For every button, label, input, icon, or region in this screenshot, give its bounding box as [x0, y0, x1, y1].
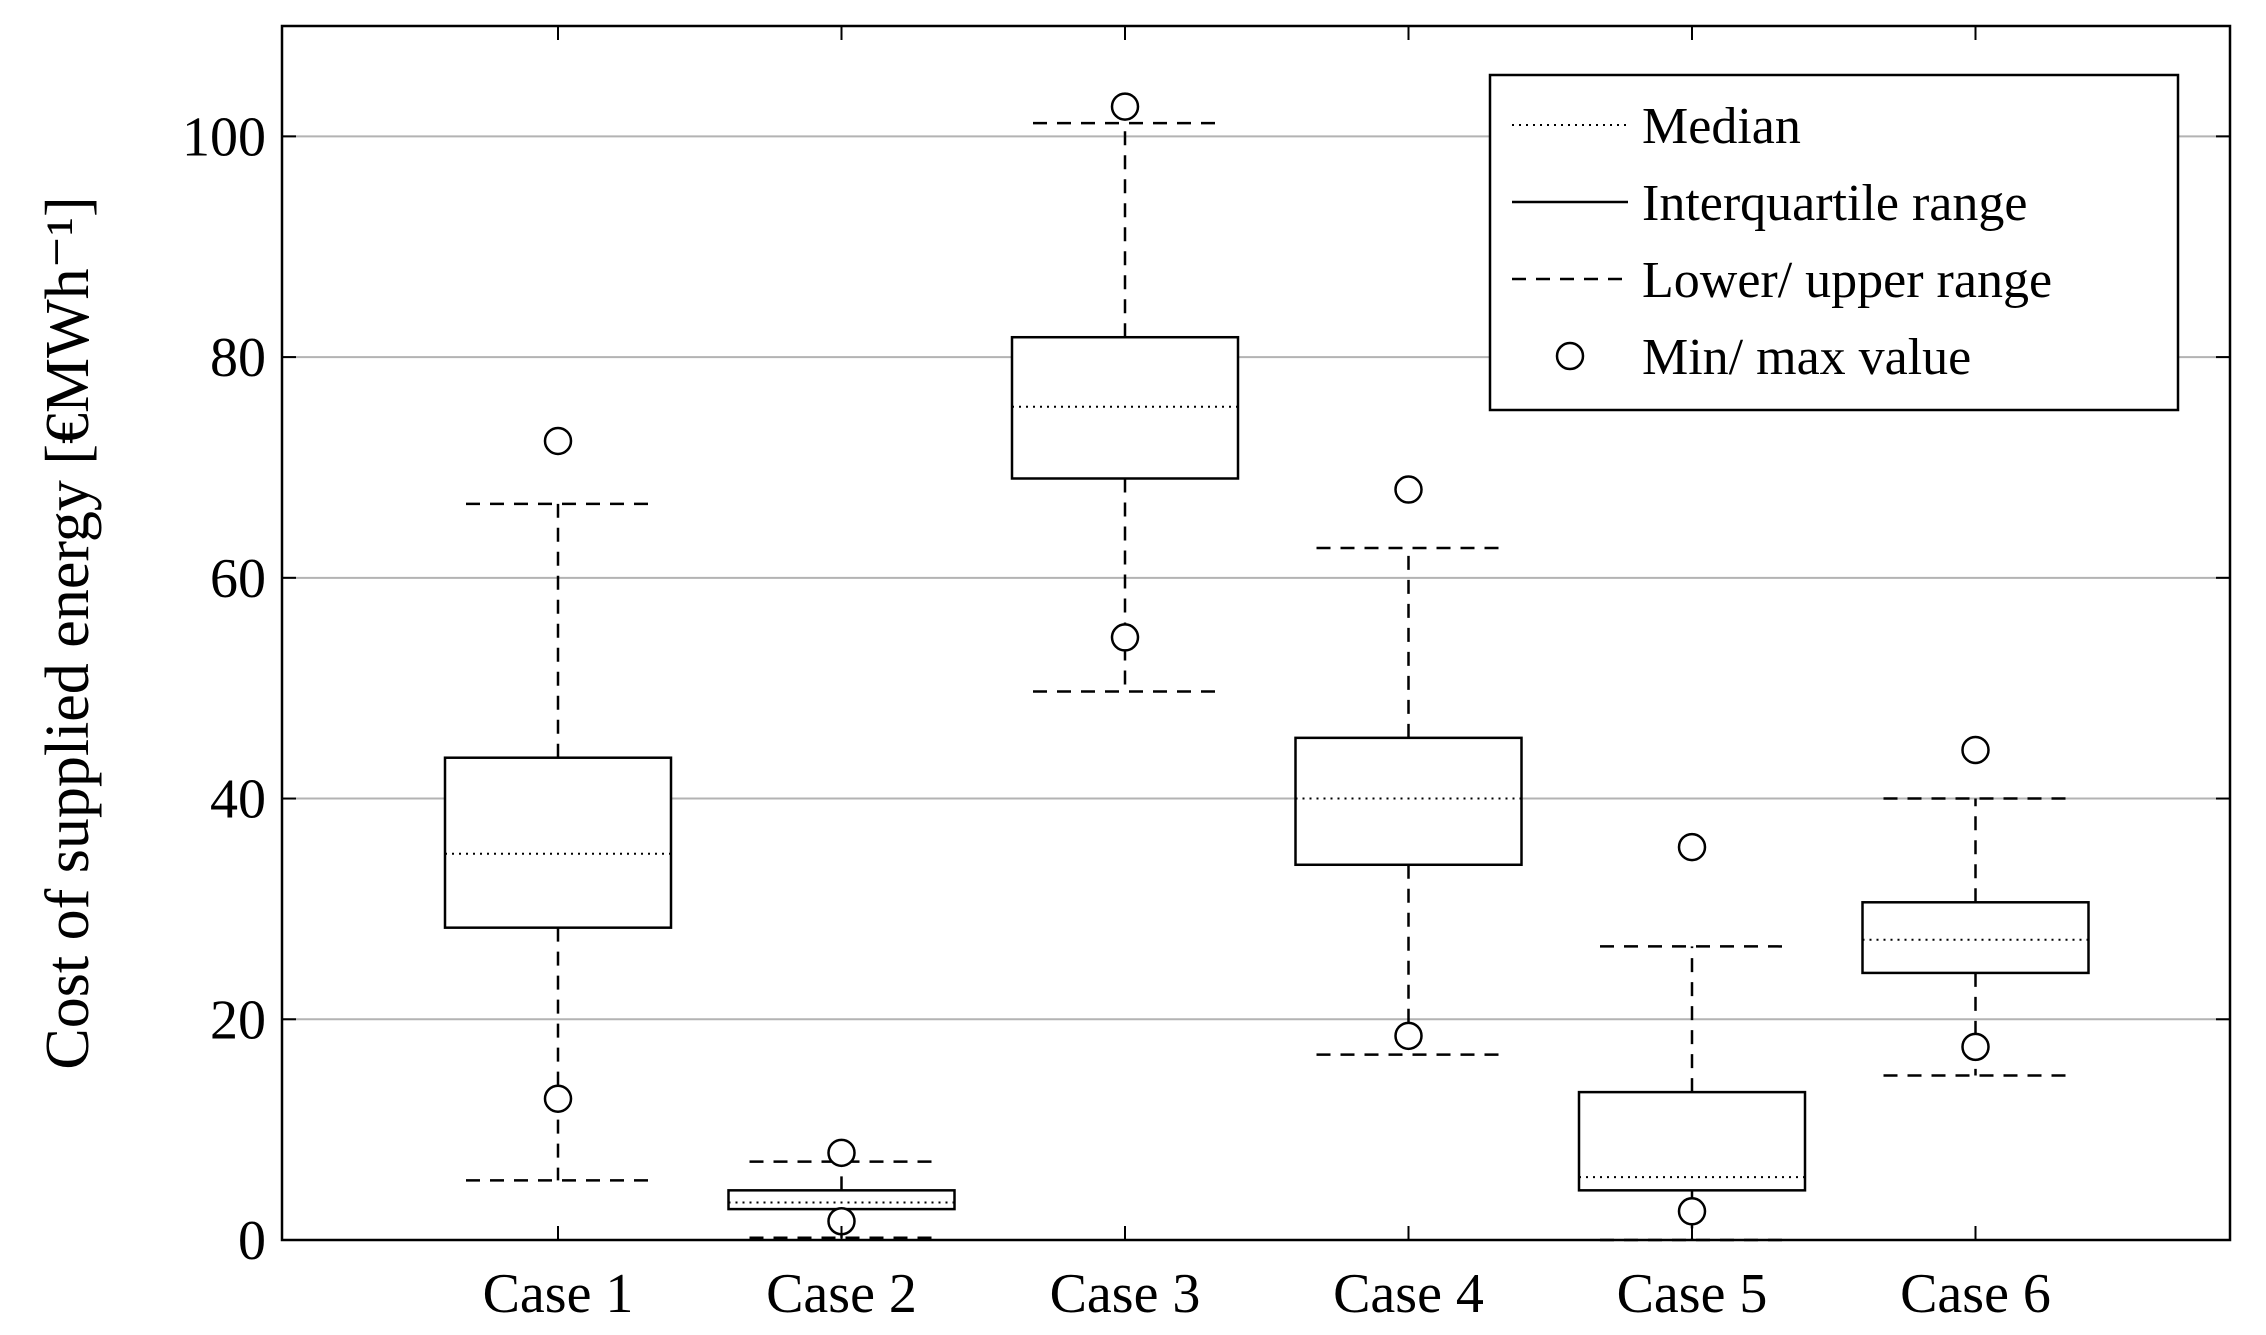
x-tick-label: Case 2 — [766, 1263, 917, 1325]
legend-minmax-swatch — [1555, 341, 1585, 371]
max-marker — [1677, 832, 1707, 862]
max-marker — [1394, 475, 1423, 504]
interquartile-box — [1861, 901, 2090, 975]
min-marker — [543, 1084, 573, 1113]
x-tick-label: Case 6 — [1900, 1263, 2051, 1325]
box-3 — [1010, 92, 1240, 693]
y-tick-label: 60 — [210, 548, 266, 610]
legend-frame — [1488, 73, 2180, 412]
interquartile-box — [1577, 1090, 1807, 1192]
box-6 — [1861, 735, 2090, 1077]
x-tick-label: Case 4 — [1333, 1263, 1484, 1325]
max-marker — [1961, 735, 1990, 765]
min-marker — [1961, 1032, 1990, 1062]
interquartile-box — [443, 756, 673, 929]
min-marker — [1394, 1021, 1423, 1051]
interquartile-box — [1010, 335, 1240, 480]
box-4 — [1294, 475, 1523, 1056]
min-marker — [1677, 1197, 1707, 1226]
legend-label: Lower/ upper range — [1642, 252, 2052, 309]
interquartile-box — [1294, 736, 1523, 867]
legend-label: Median — [1642, 98, 1801, 155]
interquartile-box — [727, 1189, 956, 1211]
legend-label: Min/ max value — [1642, 329, 1971, 386]
plot-area-frame — [280, 24, 2232, 1242]
box-2 — [727, 1138, 956, 1240]
y-tick-label: 20 — [210, 989, 266, 1051]
x-tick-label: Case 1 — [483, 1263, 634, 1325]
legend-label: Interquartile range — [1642, 175, 2027, 232]
max-marker — [543, 426, 573, 456]
boxes — [443, 92, 2090, 1242]
y-tick-label: 80 — [210, 327, 266, 389]
max-marker — [1110, 92, 1140, 121]
x-tick-label: Case 3 — [1050, 1263, 1201, 1325]
min-marker — [1110, 623, 1140, 652]
box-5 — [1577, 832, 1807, 1242]
y-tick-label: 0 — [238, 1210, 266, 1272]
x-tick-label: Case 5 — [1617, 1263, 1768, 1325]
y-tick-label: 100 — [182, 106, 266, 168]
box-1 — [443, 426, 673, 1182]
y-axis-label: Cost of supplied energy [€MWh⁻¹] — [34, 196, 102, 1069]
max-marker — [827, 1138, 856, 1168]
y-tick-label: 40 — [210, 769, 266, 831]
